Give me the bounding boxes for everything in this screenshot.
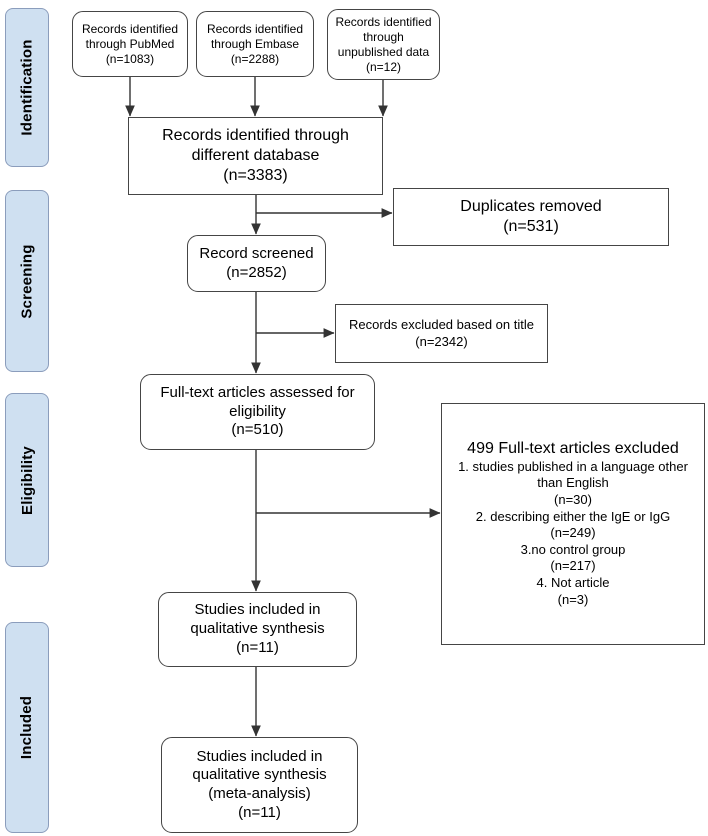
box-fulltext-assessed-text: Full-text articles assessed for eligibil…: [160, 383, 355, 439]
box-records-unpublished: Records identified through unpublished d…: [327, 9, 440, 80]
stage-eligibility: Eligibility: [5, 393, 49, 567]
stage-included-label: Included: [18, 695, 36, 760]
box-fulltext-excluded-title: 499 Full-text articles excluded: [467, 439, 679, 457]
box-excluded-by-title-text: Records excluded based on title (n=2342): [348, 317, 534, 349]
stage-eligibility-label: Eligibility: [18, 445, 36, 515]
box-fulltext-assessed: Full-text articles assessed for eligibil…: [140, 374, 375, 450]
box-duplicates-removed: Duplicates removed (n=531): [393, 188, 669, 246]
box-records-combined-text: Records identified through different dat…: [162, 127, 349, 184]
box-fulltext-excluded: 499 Full-text articles excluded 1. studi…: [441, 403, 705, 645]
stage-identification-label: Identification: [18, 39, 36, 136]
box-duplicates-removed-text: Duplicates removed (n=531): [460, 198, 602, 235]
stage-screening-label: Screening: [18, 243, 36, 319]
box-records-screened-text: Record screened (n=2852): [199, 244, 314, 281]
box-records-pubmed: Records identified through PubMed (n=108…: [72, 11, 188, 77]
box-records-combined: Records identified through different dat…: [128, 117, 383, 195]
box-records-pubmed-text: Records identified through PubMed (n=108…: [81, 21, 179, 66]
stage-screening: Screening: [5, 190, 49, 372]
box-meta-analysis: Studies included in qualitative synthesi…: [161, 737, 358, 833]
box-records-embase: Records identified through Embase (n=228…: [196, 11, 314, 77]
box-records-embase-text: Records identified through Embase (n=228…: [206, 21, 304, 66]
box-excluded-by-title: Records excluded based on title (n=2342): [335, 304, 548, 363]
box-qualitative-synthesis-text: Studies included in qualitative synthesi…: [190, 601, 325, 656]
stage-identification: Identification: [5, 8, 49, 167]
box-fulltext-excluded-reasons: 1. studies published in a language other…: [458, 458, 688, 607]
box-qualitative-synthesis: Studies included in qualitative synthesi…: [158, 592, 357, 667]
box-records-screened: Record screened (n=2852): [187, 235, 326, 292]
box-meta-analysis-text: Studies included in qualitative synthesi…: [192, 747, 327, 821]
box-records-unpublished-text: Records identified through unpublished d…: [335, 14, 432, 74]
stage-included: Included: [5, 622, 49, 833]
